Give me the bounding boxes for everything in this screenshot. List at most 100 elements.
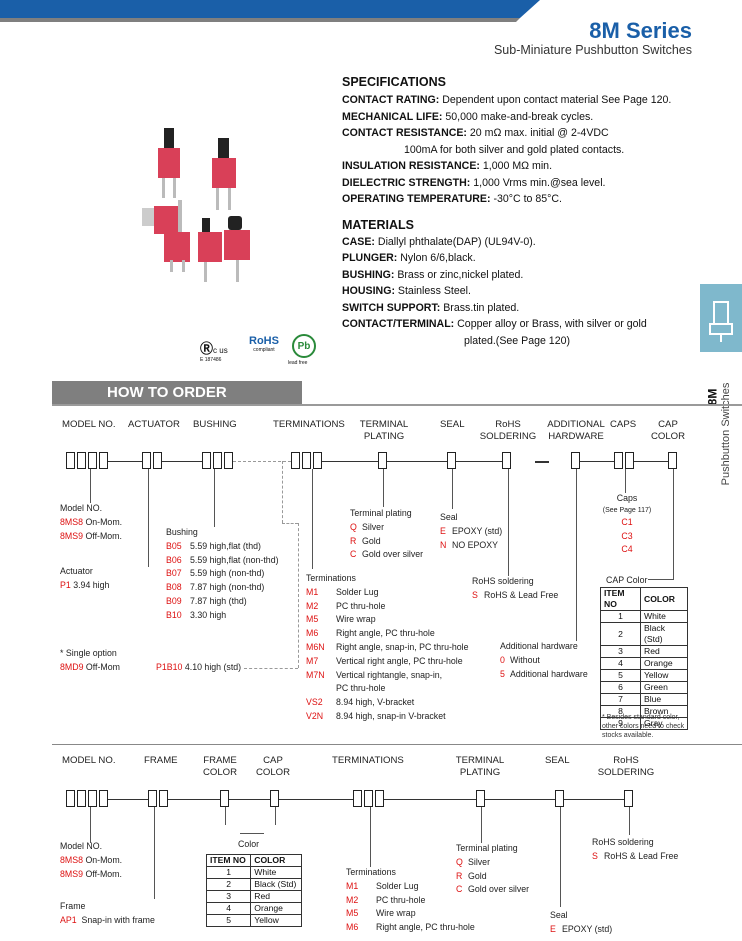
material-row: CONTACT/TERMINAL: Copper alloy or Brass,… [342,318,647,330]
specifications-block: SPECIFICATIONS CONTACT RATING: Dependent… [342,75,702,349]
s1-caps-title: Caps [616,493,638,503]
code-box [313,452,322,469]
spec-row: MECHANICAL LIFE: 50,000 make-and-break c… [342,110,594,123]
connector-line [580,461,614,462]
table-header: ITEM NO [600,587,641,611]
s2-frame-block: Frame AP1 Snap-in with frame [60,900,155,928]
how-to-order-title: HOW TO ORDER [52,381,302,405]
leader-line [629,807,630,835]
code-box [66,790,75,807]
connector-line [322,461,378,462]
leader-line [225,807,226,825]
material-row: CASE: Diallyl phthalate(DAP) (UL94V-0). [342,235,536,248]
code-box [378,452,387,469]
connector-line [384,799,476,800]
s2-color-title: Color [238,839,260,849]
option-row: C3 [621,530,633,541]
code-box [447,452,456,469]
spec-row: INSULATION RESISTANCE: 1,000 MΩ min. [342,160,553,172]
separator-dash [535,461,549,463]
s2-header-frame-color: FRAME COLOR [202,755,238,778]
table-header: COLOR [639,587,689,611]
spec-row: CONTACT RATING: Dependent upon contact m… [342,94,672,106]
s1-header-seal: SEAL [440,419,465,430]
connector-dashed [233,461,291,462]
leader-line [214,469,215,527]
code-box [353,790,362,807]
code-box [99,790,108,807]
code-box [625,452,634,469]
leader-line [673,469,674,579]
leader-line [648,579,674,580]
spec-row: OPERATING TEMPERATURE: -30°C to 85°C. [342,193,562,205]
leader-dashed [298,523,299,668]
table-header: COLOR [250,854,302,867]
leader-dashed [282,461,283,523]
s1-header-plating: TERMINAL PLATING [359,419,409,442]
leader-line [90,807,91,843]
connector-line [634,461,668,462]
section-divider [52,744,742,745]
s1-bushing-title: Bushing [166,527,198,537]
series-subtitle: Sub-Miniature Pushbutton Switches [493,43,692,57]
code-box [571,452,580,469]
material-row: HOUSING: Stainless Steel. [342,285,471,297]
code-box [555,790,564,807]
leader-line [148,469,149,567]
option-row: 8MS9 Off-Mom. [60,868,122,879]
leader-line [275,807,276,825]
code-box [270,790,279,807]
s1-header-terminations: TERMINATIONS [273,419,345,430]
leader-line [560,807,561,907]
code-box [502,452,511,469]
code-box [153,452,162,469]
code-box [202,452,211,469]
material-row: SWITCH SUPPORT: Brass.tin plated. [342,301,520,314]
s1-header-rohs: RoHS SOLDERING [479,419,537,442]
option-row: 8MS8 On-Mom. [60,854,123,865]
s1-actuator-title: Actuator [60,566,93,576]
single-option-title: * Single option [60,648,117,658]
rohs-logo: RoHS compliant [249,335,279,353]
spec-row: 100mA for both silver and gold plated co… [404,143,625,156]
option-row: P1 3.94 high [60,579,110,590]
specifications-title: SPECIFICATIONS [342,75,446,89]
s1-model-title: Model NO. [60,503,103,513]
s1-header-model: MODEL NO. [62,419,116,430]
code-box [220,790,229,807]
how-to-order-rule [52,404,742,406]
leader-line [481,807,482,843]
pushbutton-icon [709,301,733,342]
option-row: 8MS8 On-Mom. [60,516,123,527]
material-row: PLUNGER: Nylon 6/6,black. [342,252,476,264]
connector-line [564,799,624,800]
